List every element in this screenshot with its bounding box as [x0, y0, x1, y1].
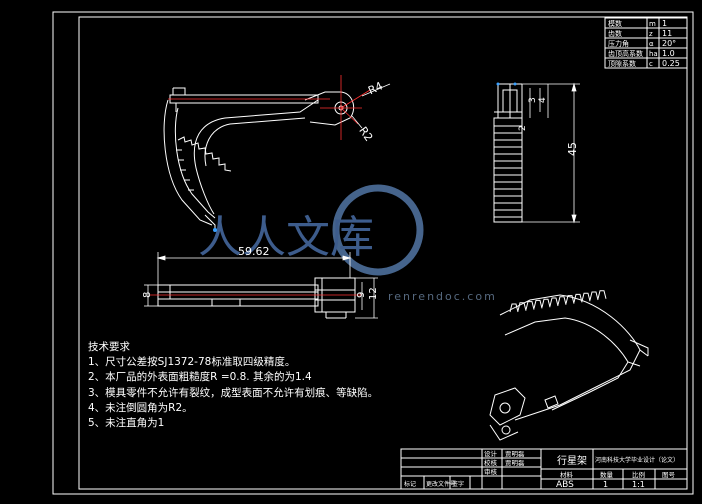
- tb-col-label: 比例: [632, 470, 645, 479]
- param-symbol: z: [649, 30, 653, 38]
- tb-role: 设计: [484, 449, 498, 458]
- tb-name: 贾明磊: [505, 459, 525, 467]
- dim-r2: R2: [356, 124, 375, 143]
- blue-marker: [213, 228, 217, 232]
- note-item: 1、尺寸公差按SJ1372-78标准取四级精度。: [88, 356, 296, 369]
- dim-length-line: [156, 252, 352, 285]
- param-symbol: α: [649, 40, 654, 48]
- tb-col-label: 图号: [662, 471, 676, 479]
- iso-tooth: [533, 299, 543, 309]
- outer-frame: [52, 11, 694, 495]
- dim-side-b: 4: [538, 97, 548, 103]
- param-value: 0.25: [662, 59, 680, 68]
- dim-side-a: 3: [528, 97, 538, 103]
- tb-part-name: 行星架: [557, 454, 587, 467]
- watermark-url: renrendoc.com: [388, 290, 497, 303]
- param-label: 模数: [608, 19, 622, 28]
- param-symbol: c: [649, 60, 653, 68]
- param-value: 20°: [662, 39, 676, 48]
- param-symbol: m: [649, 20, 656, 28]
- iso-tooth: [581, 292, 591, 302]
- watermark-text: 人人文库: [198, 212, 374, 263]
- tb-bottom-label: 签字: [452, 480, 464, 488]
- note-item: 2、本厂品的外表面粗糙度R =0.8. 其余的为1.4: [88, 371, 312, 384]
- iso-tooth: [597, 290, 607, 299]
- iso-tooth: [541, 298, 551, 308]
- dim-left-height-line: [144, 284, 158, 307]
- tb-scale: 1:1: [632, 480, 645, 489]
- tb-role: 审核: [484, 467, 498, 476]
- tb-name: 贾明磊: [505, 450, 525, 458]
- front-view-centerlines: [168, 75, 371, 140]
- iso-tooth: [589, 291, 599, 301]
- iso-tooth: [549, 297, 559, 307]
- tb-col-label: 数量: [600, 470, 614, 479]
- top-view: [157, 277, 356, 319]
- dim-right-height: 12: [368, 287, 379, 300]
- dim-r4: R4: [366, 79, 385, 97]
- tb-bottom-label: 标记: [404, 480, 416, 488]
- iso-tooth: [573, 293, 583, 303]
- param-value: 11: [662, 29, 672, 38]
- front-view-dim-leaders: [351, 83, 391, 129]
- tb-bottom-label: 更改文件号: [426, 480, 456, 488]
- side-view: [493, 83, 523, 223]
- dim-side-c: 2: [518, 125, 528, 131]
- note-item: 3、模具零件不允许有裂纹，成型表面不允许有划痕、等缺陷。: [88, 386, 379, 399]
- side-view-dims: [522, 82, 580, 224]
- param-label: 齿数: [608, 29, 622, 38]
- dim-mid-height: 9: [356, 292, 367, 298]
- iso-tooth: [557, 296, 567, 305]
- technical-notes: 技术要求 1、尺寸公差按SJ1372-78标准取四级精度。 2、本厂品的外表面粗…: [88, 340, 378, 431]
- watermark: 人人文库 renrendoc.com: [198, 184, 497, 303]
- iso-tooth: [509, 303, 519, 313]
- iso-tooth: [565, 295, 575, 304]
- param-label: 压力角: [608, 39, 629, 48]
- isometric-view: [489, 290, 649, 441]
- dim-right-heights: [355, 277, 378, 319]
- param-value: 1.0: [662, 49, 675, 58]
- param-label: 齿顶高系数: [608, 49, 643, 58]
- tb-col-label: 材料: [560, 470, 574, 479]
- title-block-text: 设计校核审核贾明磊贾明磊标记更改文件号签字行星架河南科技大学毕业设计（论文）材料…: [404, 449, 679, 490]
- front-view: [163, 87, 355, 230]
- param-symbol: ha: [649, 50, 658, 58]
- tb-role: 校核: [484, 458, 498, 467]
- dim-height: 45: [566, 142, 579, 156]
- iso-tooth: [525, 301, 535, 310]
- dim-left-height: 8: [142, 292, 153, 298]
- iso-tooth: [517, 302, 527, 311]
- note-item: 4、未注倒圆角为R2。: [88, 401, 193, 414]
- inner-frame: [78, 16, 688, 490]
- param-label: 顶隙系数: [608, 59, 636, 68]
- dim-length: 59.62: [238, 245, 270, 258]
- notes-title: 技术要求: [88, 341, 130, 353]
- param-value: 1: [662, 19, 667, 28]
- tb-drawing-no: 河南科技大学毕业设计（论文）: [595, 456, 679, 464]
- side-view-markers: [496, 82, 517, 86]
- title-block-grid: [400, 448, 688, 490]
- tb-material: ABS: [556, 480, 574, 490]
- tb-qty: 1: [603, 480, 608, 489]
- gear-parameter-table: [604, 17, 688, 69]
- note-item: 5、未注直角为1: [88, 416, 165, 429]
